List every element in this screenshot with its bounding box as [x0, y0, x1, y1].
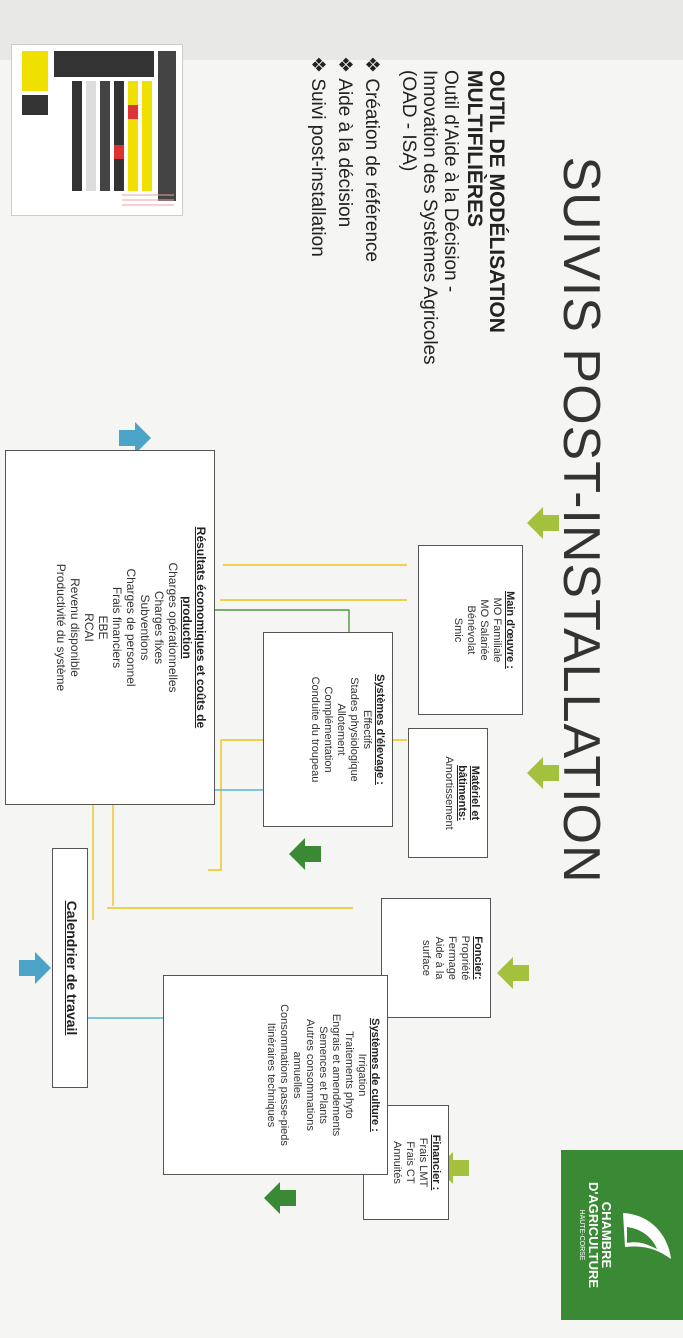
box-item: Irrigation: [356, 1053, 368, 1097]
box-item: surface: [420, 939, 432, 977]
box-item: Bénévolat: [465, 605, 477, 655]
box-foncier: Foncier: Propriété Fermage Aide à la sur…: [381, 898, 491, 1018]
box-item: Frais LMT: [417, 1137, 429, 1188]
box-item: Complémentation: [322, 686, 334, 773]
box-heading: Systèmes d'élevage :: [374, 674, 386, 785]
chamber-logo: CHAMBRE D'AGRICULTURE HAUTE-CORSE: [561, 1150, 683, 1320]
box-item: MO Salariée: [478, 599, 490, 661]
box-item: Productivité du système: [54, 563, 68, 692]
spreadsheet-thumbnail: [11, 44, 183, 216]
arrow-icon: [264, 1182, 296, 1214]
box-heading: Foncier:: [472, 936, 484, 980]
box-culture: Systèmes de culture : Irrigation Traitem…: [163, 975, 388, 1175]
box-item: Charges de personnel: [124, 568, 138, 687]
box-item: Aide à la: [433, 936, 445, 980]
box-item: Charges fixes: [152, 590, 166, 665]
arrow-icon: [289, 838, 321, 870]
box-item: Autres consommations: [304, 1019, 316, 1131]
box-item: Amortissement: [443, 756, 455, 830]
box-calendrier: Calendrier de travail: [52, 848, 88, 1088]
box-item: Smic: [452, 617, 464, 643]
box-item: Frais financiers: [110, 586, 124, 669]
box-item: Subventions: [138, 594, 152, 661]
box-elevage: Systèmes d'élevage : Effectifs Stades ph…: [263, 632, 393, 827]
box-heading: production: [180, 596, 194, 659]
logo-mark: [623, 1213, 671, 1259]
box-item: Annuités: [391, 1141, 403, 1184]
box-item: Revenu disponible: [68, 578, 82, 677]
box-item: Propriété: [459, 935, 471, 981]
box-item: Effectifs: [361, 710, 373, 749]
box-item: RCAI: [82, 613, 96, 642]
box-item: Fermage: [446, 935, 458, 981]
arrow-icon: [527, 757, 559, 789]
box-item: Stades physiologique: [348, 677, 360, 782]
box-item: Charges opérationnelles: [166, 562, 180, 693]
box-item: Frais CT: [404, 1141, 416, 1184]
box-item: Engrais et amendements: [330, 1013, 342, 1137]
box-resultats: Résultats économiques et coûts de produc…: [5, 450, 215, 805]
box-heading: Financier :: [430, 1134, 442, 1191]
box-heading: Calendrier de travail: [64, 900, 80, 1036]
box-heading: Systèmes de culture :: [369, 1018, 381, 1132]
box-heading: Résultats économiques et coûts de: [194, 526, 208, 729]
arrow-icon: [497, 957, 529, 989]
box-item: Consommations passe-pieds: [278, 1004, 290, 1146]
box-item: Allotement: [335, 703, 347, 756]
box-heading: Main d'œuvre :: [504, 591, 516, 669]
box-main-oeuvre: Main d'œuvre : MO Familiale MO Salariée …: [418, 545, 523, 715]
box-heading: bâtiments:: [456, 765, 468, 821]
box-materiel: Matériel et bâtiments: Amortissement: [408, 728, 488, 858]
box-item: MO Familiale: [491, 597, 503, 663]
box-item: Conduite du troupeau: [309, 676, 321, 783]
arrow-icon: [527, 507, 559, 539]
box-heading: Matériel et: [469, 765, 481, 821]
box-item: Semences et Plants: [317, 1026, 329, 1124]
arrow-icon: [119, 422, 151, 454]
box-item: EBE: [96, 615, 110, 640]
box-item: annuelles: [291, 1051, 303, 1099]
box-item: Traitements phyto: [343, 1031, 355, 1119]
box-item: Itinéraires techniques: [265, 1022, 277, 1128]
arrow-icon: [19, 952, 51, 984]
